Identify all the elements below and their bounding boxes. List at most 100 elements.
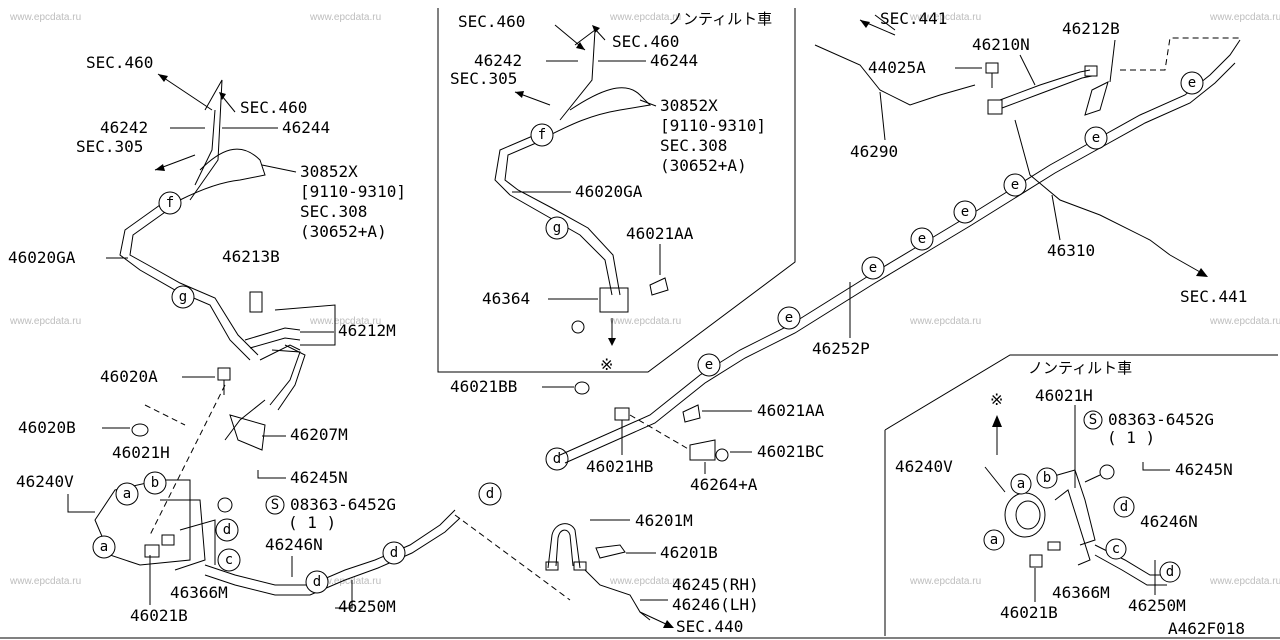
svg-text:e: e xyxy=(1011,177,1019,193)
connector-a-right-2: a xyxy=(983,529,1005,551)
svg-text:www.epcdata.ru: www.epcdata.ru xyxy=(9,316,81,327)
label-46240v-right: 46240V xyxy=(895,457,953,476)
top-right-assembly xyxy=(814,14,1240,256)
label-46210n: 46210N xyxy=(972,35,1030,54)
svg-text:www.epcdata.ru: www.epcdata.ru xyxy=(1209,576,1280,587)
label-range-inset: [9110-9310] xyxy=(660,116,766,135)
label-46290: 46290 xyxy=(850,142,898,161)
svg-text:www.epcdata.ru: www.epcdata.ru xyxy=(309,576,381,587)
label-sec-305-inset: SEC.305 xyxy=(450,69,517,88)
label-46252p: 46252P xyxy=(812,339,870,358)
svg-text:e: e xyxy=(1092,130,1100,146)
svg-text:www.epcdata.ru: www.epcdata.ru xyxy=(309,12,381,23)
label-46020a: 46020A xyxy=(100,367,158,386)
label-30652a-inset: (30652+A) xyxy=(660,156,747,175)
inset-frame-top xyxy=(437,8,796,373)
label-sec-308-left: SEC.308 xyxy=(300,202,367,221)
label-sec-441-top: SEC.441 xyxy=(880,9,947,28)
svg-text:b: b xyxy=(1043,470,1051,486)
connector-d-right-1: d xyxy=(1113,496,1135,518)
label-sec-460-left-2: SEC.460 xyxy=(240,98,307,117)
svg-text:www.epcdata.ru: www.epcdata.ru xyxy=(1209,12,1280,23)
connector-d-mid-1: d xyxy=(478,482,502,506)
connector-a-left-1: a xyxy=(115,482,139,506)
svg-text:b: b xyxy=(151,475,159,491)
label-qty-right: ( 1 ) xyxy=(1107,428,1155,447)
label-46245n-left: 46245N xyxy=(290,468,348,487)
svg-text:www.epcdata.ru: www.epcdata.ru xyxy=(909,12,981,23)
connector-d-right-2: d xyxy=(1159,561,1181,583)
s-symbol-left xyxy=(265,495,285,515)
label-sec-305-left: SEC.305 xyxy=(76,137,143,156)
label-46021aa-inset: 46021AA xyxy=(626,224,694,243)
connector-d-left-1: d xyxy=(215,518,239,542)
label-46020ga-left: 46020GA xyxy=(8,248,76,267)
label-46246n-left: 46246N xyxy=(265,535,323,554)
svg-text:e: e xyxy=(918,231,926,247)
svg-text:e: e xyxy=(869,260,877,276)
label-46020ga-inset: 46020GA xyxy=(575,182,643,201)
label-46021h-left: 46021H xyxy=(112,443,170,462)
label-46201b: 46201B xyxy=(660,543,718,562)
label-46242-left: 46242 xyxy=(100,118,148,137)
svg-text:a: a xyxy=(990,532,998,548)
label-46021aa-main: 46021AA xyxy=(757,401,825,420)
connector-b-left: b xyxy=(143,471,167,495)
svg-text:c: c xyxy=(1112,541,1120,557)
figure-id: A462F018 xyxy=(1168,619,1245,638)
label-46020b: 46020B xyxy=(18,418,76,437)
label-sec-460-inset-2: SEC.460 xyxy=(612,32,679,51)
label-30652a-left: (30652+A) xyxy=(300,222,387,241)
svg-text:www.epcdata.ru: www.epcdata.ru xyxy=(309,316,381,327)
label-46250m-right: 46250M xyxy=(1128,596,1186,615)
connector-e-1: e xyxy=(697,353,721,377)
label-46264a: 46264+A xyxy=(690,475,758,494)
svg-text:www.epcdata.ru: www.epcdata.ru xyxy=(609,576,681,587)
label-08363-right: 08363-6452G xyxy=(1108,410,1214,429)
svg-text:d: d xyxy=(1120,499,1128,515)
label-46310: 46310 xyxy=(1047,241,1095,260)
label-46242-inset: 46242 xyxy=(474,51,522,70)
label-46021b-right: 46021B xyxy=(1000,603,1058,622)
connector-g-inset: g xyxy=(545,216,569,240)
label-46244-left: 46244 xyxy=(282,118,330,137)
label-46364: 46364 xyxy=(482,289,530,308)
label-46240v-left: 46240V xyxy=(16,472,74,491)
label-46212m: 46212M xyxy=(338,321,396,340)
label-range-left: [9110-9310] xyxy=(300,182,406,201)
svg-text:d: d xyxy=(553,451,561,467)
svg-text:S: S xyxy=(1089,412,1097,428)
mark-inset-top: ※ xyxy=(600,355,613,374)
svg-text:www.epcdata.ru: www.epcdata.ru xyxy=(1209,316,1280,327)
connector-e-2: e xyxy=(777,306,801,330)
connector-e-7: e xyxy=(1084,126,1108,150)
connector-e-3: e xyxy=(861,256,885,280)
label-46212b: 46212B xyxy=(1062,19,1120,38)
svg-text:g: g xyxy=(179,289,187,305)
label-46366m-right: 46366M xyxy=(1052,583,1110,602)
svg-text:a: a xyxy=(100,539,108,555)
label-sec-441-right: SEC.441 xyxy=(1180,287,1247,306)
svg-text:g: g xyxy=(553,220,561,236)
left-pipe-assembly xyxy=(94,79,571,601)
svg-text:a: a xyxy=(123,486,131,502)
svg-text:www.epcdata.ru: www.epcdata.ru xyxy=(909,316,981,327)
svg-text:a: a xyxy=(1017,476,1025,492)
label-sec-308-inset: SEC.308 xyxy=(660,136,727,155)
svg-text:www.epcdata.ru: www.epcdata.ru xyxy=(609,12,681,23)
label-46213b: 46213B xyxy=(222,247,280,266)
svg-text:f: f xyxy=(538,127,546,143)
label-non-tilt-inset: ノンティルト車 xyxy=(668,10,772,28)
watermarks: www.epcdata.ru www.epcdata.ru www.epcdat… xyxy=(9,12,1280,587)
label-sec-440: SEC.440 xyxy=(676,617,743,636)
label-46021b-left: 46021B xyxy=(130,606,188,625)
svg-text:d: d xyxy=(390,545,398,561)
label-46244-inset: 46244 xyxy=(650,51,698,70)
label-46245n-right: 46245N xyxy=(1175,460,1233,479)
label-44025a: 44025A xyxy=(868,58,926,77)
svg-text:e: e xyxy=(705,357,713,373)
svg-text:e: e xyxy=(961,204,969,220)
label-30852x-inset: 30852X xyxy=(660,96,718,115)
top-inset-assembly xyxy=(494,28,669,346)
